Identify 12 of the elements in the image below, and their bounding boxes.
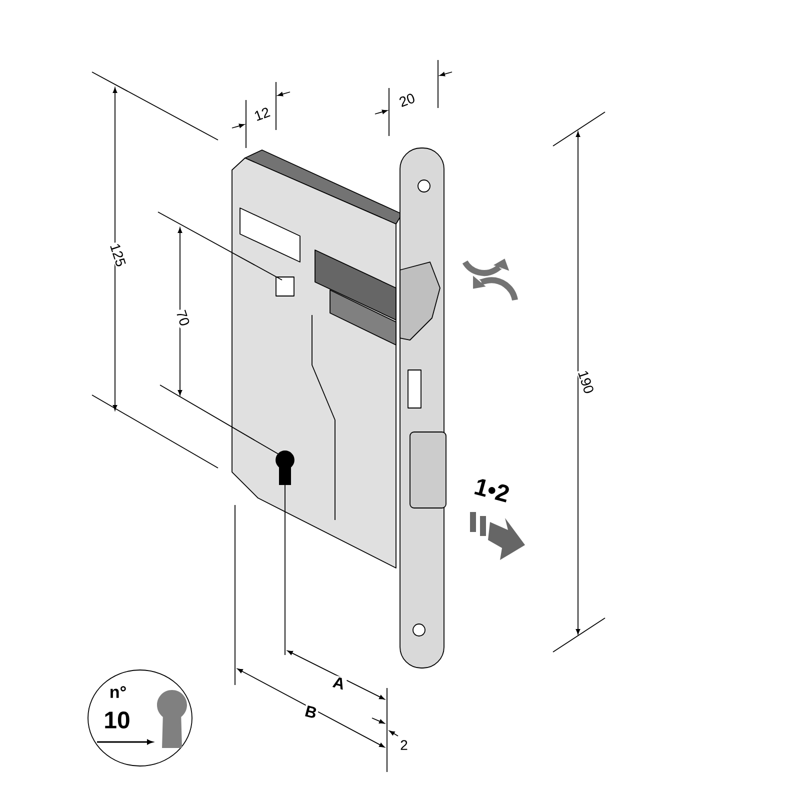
- dimension-label: A: [330, 674, 348, 692]
- dimension-label: B: [302, 704, 320, 720]
- dimension-label: 1•2: [472, 476, 512, 504]
- dimension-label: 70: [174, 308, 192, 328]
- dimension-label: 20: [396, 91, 418, 109]
- badge-text: n°: [110, 686, 126, 698]
- dimension-label: 2: [399, 739, 409, 751]
- dimension-label: 190: [576, 368, 596, 396]
- badge-circle: [88, 670, 192, 766]
- badge-text: 10: [105, 712, 130, 728]
- dimension-label: 12: [252, 105, 272, 123]
- dimension-label: 125: [108, 241, 128, 269]
